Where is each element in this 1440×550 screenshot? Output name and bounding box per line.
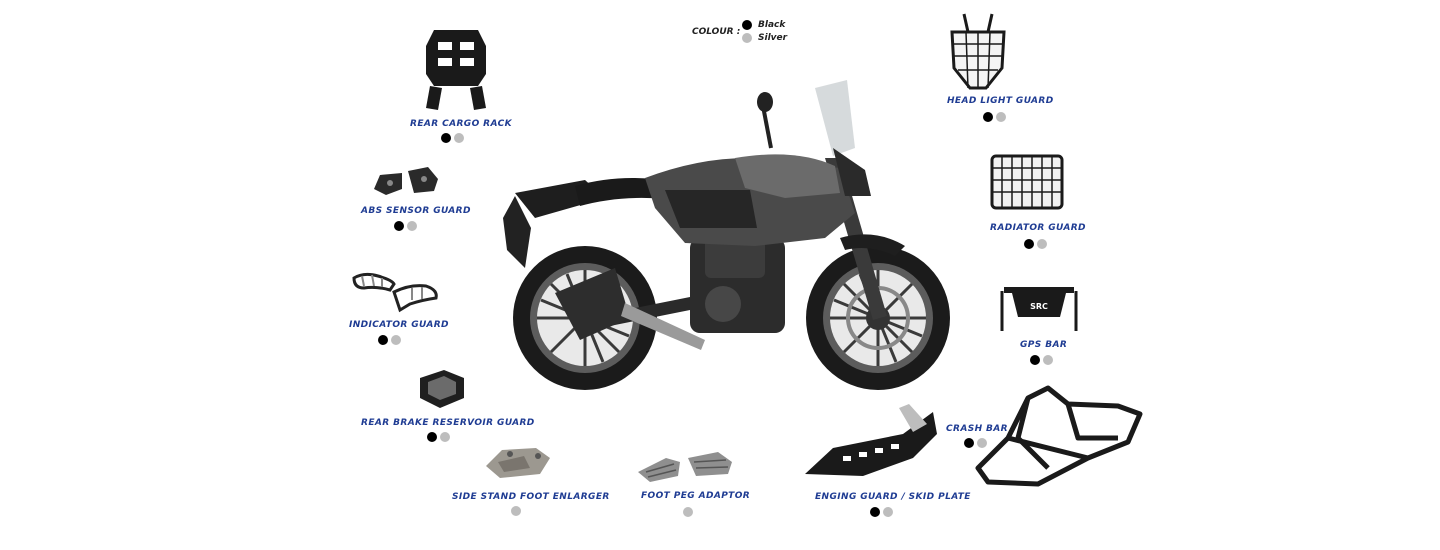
- colour-option-black[interactable]: Black: [742, 20, 785, 30]
- black-swatch[interactable]: [983, 112, 993, 122]
- silver-swatch[interactable]: [407, 221, 417, 231]
- silver-swatch[interactable]: [977, 438, 987, 448]
- silver-swatch[interactable]: [511, 506, 521, 516]
- colour-option-silver[interactable]: Silver: [742, 33, 787, 43]
- colour-options-rear-cargo-rack: [441, 133, 464, 143]
- radiator-guard-icon: [990, 154, 1064, 210]
- colour-options-abs-sensor-guard: [394, 221, 417, 231]
- part-label-rear-cargo-rack: REAR CARGO RACK: [410, 119, 512, 129]
- black-swatch[interactable]: [378, 335, 388, 345]
- colour-legend: COLOUR : Black Silver: [692, 20, 802, 46]
- gps-bar-icon: SRC: [1000, 287, 1078, 331]
- part-label-indicator-guard: INDICATOR GUARD: [349, 320, 449, 330]
- black-swatch: [742, 20, 752, 30]
- headlight-guard-icon: [950, 13, 1006, 90]
- black-swatch[interactable]: [870, 507, 880, 517]
- black-swatch[interactable]: [394, 221, 404, 231]
- part-label-enging-guard-skid-plate: ENGING GUARD / SKID PLATE: [815, 492, 971, 502]
- colour-options-enging-guard-skid-plate: [870, 507, 893, 517]
- silver-swatch[interactable]: [683, 507, 693, 517]
- silver-swatch[interactable]: [996, 112, 1006, 122]
- svg-text:SRC: SRC: [1030, 302, 1048, 311]
- colour-option-label: Black: [758, 20, 786, 30]
- colour-options-side-stand-foot-enlarger: [511, 506, 521, 516]
- colour-option-label: Silver: [758, 33, 788, 43]
- colour-options-radiator-guard: [1024, 239, 1047, 249]
- black-swatch[interactable]: [427, 432, 437, 442]
- silver-swatch: [742, 33, 752, 43]
- part-label-abs-sensor-guard: ABS SENSOR GUARD: [361, 206, 471, 216]
- crash-bar-icon: [975, 385, 1143, 487]
- silver-swatch[interactable]: [454, 133, 464, 143]
- silver-swatch[interactable]: [883, 507, 893, 517]
- skid-plate-icon: [805, 404, 937, 476]
- black-swatch[interactable]: [1024, 239, 1034, 249]
- colour-options-rear-brake-reservoir-guard: [427, 432, 450, 442]
- colour-options-foot-peg-adaptor: [683, 507, 693, 517]
- black-swatch[interactable]: [964, 438, 974, 448]
- side-stand-plate-icon: [486, 448, 550, 478]
- motorcycle-illustration: [503, 80, 950, 390]
- silver-swatch[interactable]: [1043, 355, 1053, 365]
- colour-options-head-light-guard: [983, 112, 1006, 122]
- indicator-guard-icon: [352, 272, 438, 313]
- colour-options-indicator-guard: [378, 335, 401, 345]
- part-label-radiator-guard: RADIATOR GUARD: [990, 223, 1086, 233]
- part-label-head-light-guard: HEAD LIGHT GUARD: [947, 96, 1054, 106]
- reservoir-guard-icon: [420, 370, 464, 408]
- colour-legend-title: COLOUR :: [692, 27, 741, 37]
- silver-swatch[interactable]: [1037, 239, 1047, 249]
- part-label-crash-bar: CRASH BAR: [946, 424, 1009, 434]
- part-label-gps-bar: GPS BAR: [1020, 340, 1068, 350]
- silver-swatch[interactable]: [440, 432, 450, 442]
- silver-swatch[interactable]: [391, 335, 401, 345]
- part-label-foot-peg-adaptor: FOOT PEG ADAPTOR: [641, 491, 751, 501]
- colour-options-crash-bar: [964, 438, 987, 448]
- part-label-rear-brake-reservoir-guard: REAR BRAKE RESERVOIR GUARD: [361, 418, 535, 428]
- abs-sensor-guard-icon: [374, 167, 438, 195]
- black-swatch[interactable]: [441, 133, 451, 143]
- part-label-side-stand-foot-enlarger: SIDE STAND FOOT ENLARGER: [452, 492, 610, 502]
- cargo-rack-icon: [426, 30, 486, 110]
- black-swatch[interactable]: [1030, 355, 1040, 365]
- colour-options-gps-bar: [1030, 355, 1053, 365]
- foot-peg-icon: [638, 452, 732, 482]
